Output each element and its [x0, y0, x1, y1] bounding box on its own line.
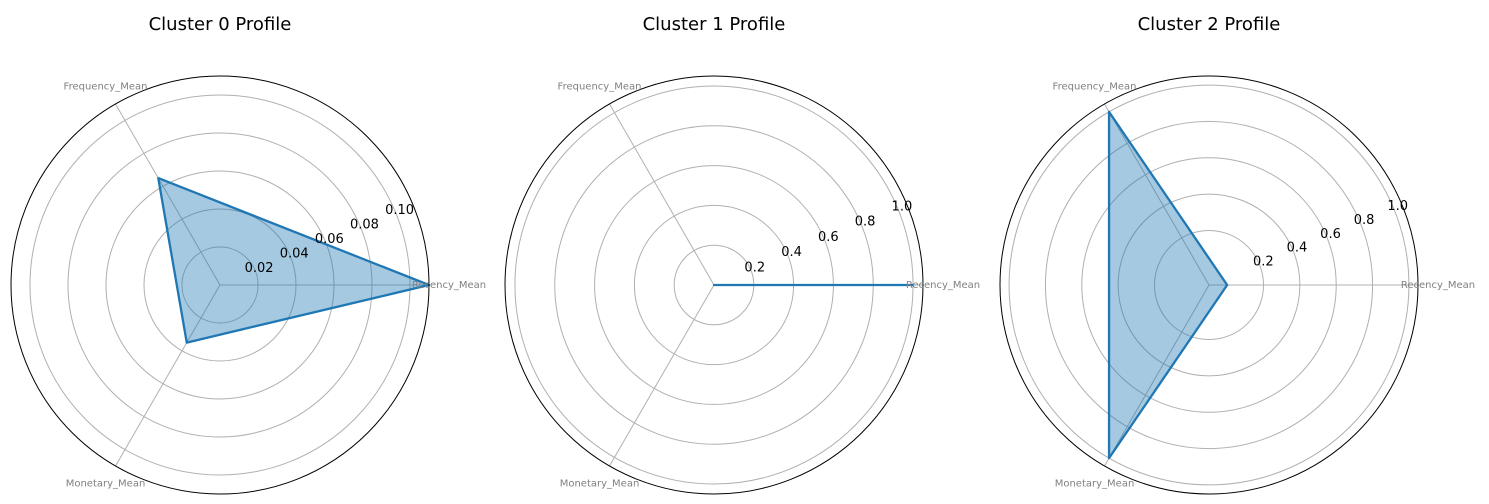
- outer-frame: [10, 75, 430, 495]
- grid-spoke: [115, 103, 221, 286]
- r-tick-label: 0.2: [1253, 255, 1274, 270]
- axis-label: Monetary_Mean: [560, 478, 640, 489]
- r-tick-label: 0.6: [818, 230, 839, 245]
- axis-label: Monetary_Mean: [1055, 478, 1135, 489]
- r-tick-label: 0.4: [781, 245, 802, 260]
- grid-spoke: [115, 284, 221, 467]
- axis-label: Frequency_Mean: [1053, 82, 1137, 93]
- r-tick-label: 0.10: [385, 203, 414, 218]
- axis-label: Recency_Mean: [906, 280, 980, 291]
- data-area: [158, 178, 429, 343]
- r-tick-label: 0.06: [315, 232, 344, 247]
- outer-frame: [999, 75, 1419, 495]
- data-line: [157, 176, 431, 344]
- r-tick-label: 1.0: [892, 199, 913, 214]
- axis-label: Frequency_Mean: [64, 82, 148, 93]
- grid-spoke: [609, 284, 715, 467]
- r-tick-label: 0.02: [245, 261, 274, 276]
- r-tick-label: 0.08: [350, 217, 379, 232]
- axis-label: Monetary_Mean: [66, 478, 146, 489]
- axis-label: Recency_Mean: [1401, 280, 1475, 291]
- r-tick-label: 0.2: [744, 260, 765, 275]
- data-area: [1109, 111, 1228, 459]
- r-tick-label: 0.4: [1287, 241, 1308, 256]
- axis-label: Recency_Mean: [412, 280, 486, 291]
- outer-frame: [504, 75, 924, 495]
- chart-title: Cluster 1 Profile: [643, 14, 786, 35]
- grid-spoke: [1104, 284, 1210, 467]
- r-tick-label: 0.8: [855, 215, 876, 230]
- chart-title: Cluster 2 Profile: [1138, 14, 1281, 35]
- r-tick-label: 0.8: [1354, 213, 1375, 228]
- chart-title: Cluster 0 Profile: [149, 14, 292, 35]
- grid-spoke: [609, 103, 715, 286]
- grid-spoke: [1104, 103, 1210, 286]
- r-tick-label: 1.0: [1387, 199, 1408, 214]
- r-tick-label: 0.04: [280, 246, 309, 261]
- r-tick-label: 0.6: [1320, 227, 1341, 242]
- axis-label: Frequency_Mean: [558, 82, 642, 93]
- data-line: [1107, 110, 1229, 460]
